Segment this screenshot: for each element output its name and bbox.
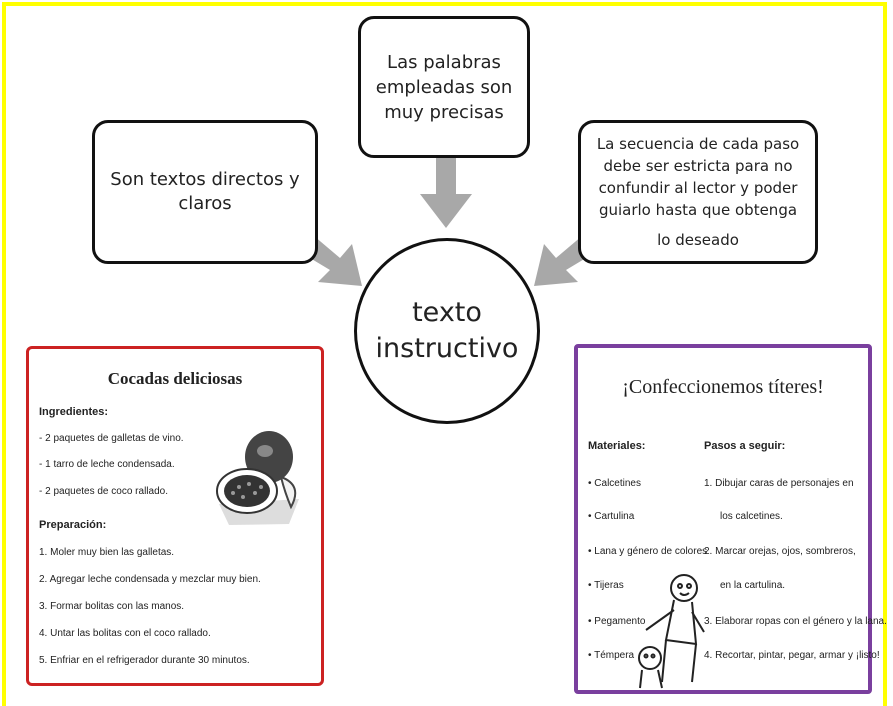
material-item: • Cartulina xyxy=(588,511,635,522)
ingredient-item: - 1 tarro de leche condensada. xyxy=(39,459,175,470)
recipe-step: 1. Moler muy bien las galletas. xyxy=(39,547,175,558)
puppet-step: en la cartulina. xyxy=(720,580,786,591)
box-right: La secuencia de cada paso debe ser estri… xyxy=(578,120,818,264)
fruit-illustration-icon xyxy=(216,431,299,525)
material-item: • Calcetines xyxy=(588,478,641,489)
box-right-text: La secuencia de cada paso debe ser estri… xyxy=(596,135,800,219)
puppet-step: 2. Marcar orejas, ojos, sombreros, xyxy=(704,546,856,557)
box-top-text: Las palabras empleadas son muy precisas xyxy=(375,51,513,123)
puppet-illustration-icon xyxy=(638,574,705,689)
recipe-step: 2. Agregar leche condensada y mezclar mu… xyxy=(39,574,261,585)
box-left: Son textos directos y claros xyxy=(92,120,318,264)
ingredient-item: - 2 paquetes de coco rallado. xyxy=(39,486,168,497)
material-item: • Pegamento xyxy=(588,616,646,627)
material-item: • Témpera xyxy=(588,650,635,661)
recipe-step: 3. Formar bolitas con las manos. xyxy=(39,601,185,612)
box-top: Las palabras empleadas son muy precisas xyxy=(358,16,530,158)
ingredients-heading: Ingredientes: xyxy=(39,406,109,418)
recipe-title: Cocadas deliciosas xyxy=(107,369,243,388)
puppet-step: los calcetines. xyxy=(720,511,783,522)
preparation-heading: Preparación: xyxy=(39,519,107,531)
center-circle: texto instructivo xyxy=(354,238,540,424)
box-left-text: Son textos directos y claros xyxy=(110,169,300,214)
center-title-line1: texto xyxy=(412,297,482,328)
steps-heading: Pasos a seguir: xyxy=(704,440,786,452)
arrow-down-icon xyxy=(420,158,472,228)
recipe-step: 5. Enfriar en el refrigerador durante 30… xyxy=(39,655,250,666)
material-item: • Tijeras xyxy=(588,580,624,591)
center-title-line2: instructivo xyxy=(375,333,519,364)
materials-heading: Materiales: xyxy=(588,440,646,452)
puppet-step: 3. Elaborar ropas con el género y la lan… xyxy=(704,616,887,627)
material-item: • Lana y género de colores xyxy=(588,546,708,557)
box-right-text-end: lo deseado xyxy=(657,231,739,249)
puppets-card: ¡Confeccionemos títeres! Materiales: • C… xyxy=(574,344,887,694)
puppet-step: 1. Dibujar caras de personajes en xyxy=(704,478,854,489)
puppet-step: 4. Recortar, pintar, pegar, armar y ¡lis… xyxy=(704,650,880,661)
ingredient-item: - 2 paquetes de galletas de vino. xyxy=(39,433,184,444)
recipe-card: Cocadas deliciosas Ingredientes: - 2 paq… xyxy=(26,346,324,686)
recipe-step: 4. Untar las bolitas con el coco rallado… xyxy=(39,628,211,639)
puppets-title: ¡Confeccionemos títeres! xyxy=(622,376,824,398)
